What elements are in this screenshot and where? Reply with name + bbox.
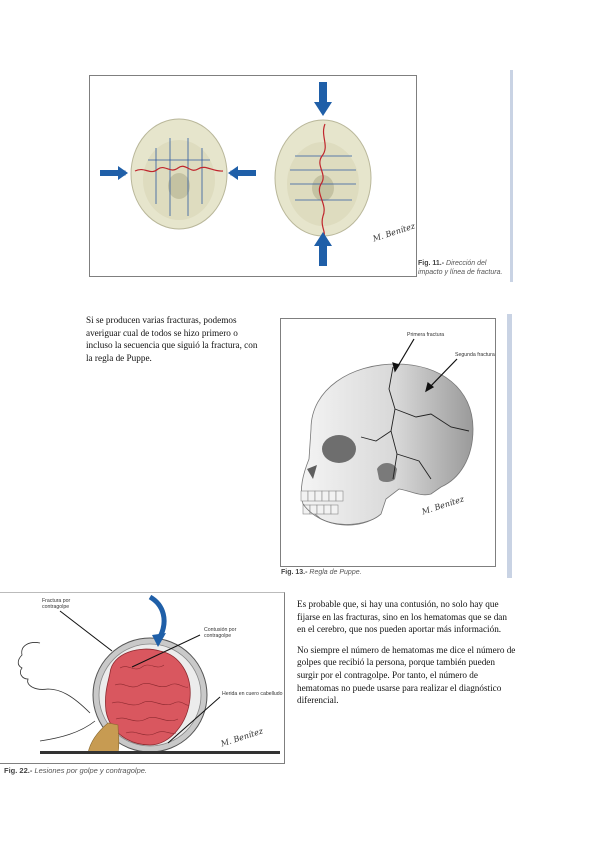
label-contusion-line1: Contusión por (204, 627, 237, 633)
figure-11: M. Benítez (89, 75, 417, 277)
skull-side-view (300, 363, 474, 526)
figure-13: Primera fractura Segunda fractura M. Ben… (280, 318, 496, 567)
figure-11-number: Fig. 11.- (418, 260, 445, 267)
figure-11-side-bar (510, 70, 513, 282)
figure-13-number: Fig. 13.- (281, 569, 308, 576)
head-profile (17, 642, 96, 742)
figure-22: Fractura por contragolpe Contusión por c… (0, 592, 285, 764)
figure-13-side-bar (507, 314, 512, 578)
brain (87, 648, 191, 754)
figure-13-illustration (300, 338, 474, 526)
label-pointers (392, 338, 458, 393)
label-scalp-wound: Herida en cuero cabelludo (222, 691, 283, 697)
impact-arrow-bottom (314, 232, 332, 266)
figure-11-caption-line1: Dirección del (446, 260, 487, 267)
figure-11-caption-line2: impacto y línea de fractura. (418, 269, 503, 276)
impact-arrow-curved (148, 594, 167, 647)
figure-22-caption-text: Lesiones por golpe y contragolpe. (34, 766, 148, 775)
paragraph-hematomas: Es probable que, si hay una contusión, n… (297, 598, 517, 715)
figure-22-number: Fig. 22.- (4, 766, 33, 775)
label-fracture-line1: Fractura por (42, 598, 71, 604)
label-second-fracture: Segunda fractura (455, 352, 495, 358)
figure-13-caption-text: Regla de Puppe. (309, 569, 362, 576)
label-first-fracture: Primera fractura (407, 332, 445, 338)
figure-22-illustration (17, 594, 280, 754)
impact-arrow-top (314, 82, 332, 116)
figure-11-illustration (100, 82, 372, 266)
label-pointers-22 (59, 610, 221, 744)
ground-surface (40, 751, 280, 754)
figure-11-caption: Fig. 11.- Dirección del impacto y línea … (418, 259, 513, 277)
fracture-lines (360, 366, 470, 480)
figure-22-caption: Fig. 22.- Lesiones por golpe y contragol… (4, 766, 147, 775)
skull-top-view-right (274, 119, 372, 237)
label-contusion-line2: contragolpe (204, 633, 232, 639)
paragraph-hematoma-count-text: No siempre el número de hematomas me dic… (297, 644, 516, 706)
figure-13-caption: Fig. 13.- Regla de Puppe. (281, 569, 362, 576)
impact-arrow-left (100, 166, 128, 180)
paragraph-puppe: Si se producen varias fracturas, podemos… (86, 314, 266, 372)
paragraph-contusion-text: Es probable que, si hay una contusión, n… (297, 599, 507, 635)
impact-arrow-right (228, 166, 256, 180)
label-fracture-line2: contragolpe (42, 604, 70, 610)
paragraph-puppe-text: Si se producen varias fracturas, podemos… (86, 315, 258, 363)
skull-top-view-left (130, 118, 228, 230)
